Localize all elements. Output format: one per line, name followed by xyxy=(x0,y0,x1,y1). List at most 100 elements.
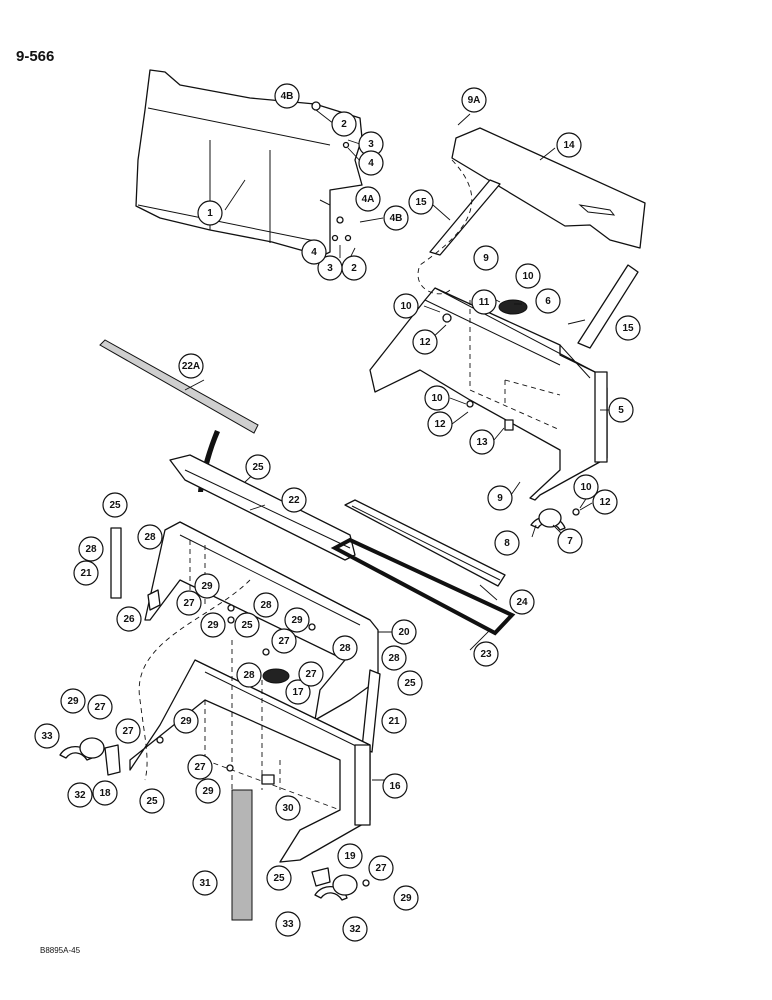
callout-number: 25 xyxy=(241,620,253,631)
callout-circle xyxy=(487,485,513,511)
callout-circle xyxy=(424,385,450,411)
callout-32: 32 xyxy=(342,916,368,942)
callout-circle xyxy=(266,865,292,891)
callout-number: 3 xyxy=(327,263,333,274)
callout-circle xyxy=(236,662,262,688)
callout-circle xyxy=(274,83,300,109)
callout-number: 15 xyxy=(415,197,427,208)
callout-24: 24 xyxy=(509,589,535,615)
callout-circle xyxy=(469,429,495,455)
callout-number: 1 xyxy=(207,208,213,219)
callout-number: 25 xyxy=(146,796,158,807)
callout-28: 28 xyxy=(236,662,262,688)
angle-channel xyxy=(169,454,356,561)
callout-18: 18 xyxy=(92,780,118,806)
callout-circle xyxy=(178,353,204,379)
callout-25: 25 xyxy=(139,788,165,814)
callout-25: 25 xyxy=(102,492,128,518)
callout-25: 25 xyxy=(245,454,271,480)
callout-number: 25 xyxy=(273,873,285,884)
callout-number: 33 xyxy=(41,731,53,742)
callout-19: 19 xyxy=(337,843,363,869)
callout-7: 7 xyxy=(557,528,583,554)
callout-number: 21 xyxy=(388,716,400,727)
callout-25: 25 xyxy=(397,670,423,696)
callout-number: 12 xyxy=(434,419,446,430)
callout-circle xyxy=(102,492,128,518)
callout-number: 29 xyxy=(67,696,79,707)
callout-28: 28 xyxy=(253,592,279,618)
callout-9: 9 xyxy=(473,245,499,271)
callout-circle xyxy=(515,263,541,289)
callout-number: 29 xyxy=(207,620,219,631)
callout-10: 10 xyxy=(515,263,541,289)
callout-circle xyxy=(473,641,499,667)
callout-number: 12 xyxy=(599,497,611,508)
callout-29: 29 xyxy=(200,612,226,638)
callout-circle xyxy=(200,612,226,638)
callout-4B: 4B xyxy=(274,83,300,109)
callout-14: 14 xyxy=(556,132,582,158)
callout-4: 4 xyxy=(358,150,384,176)
callout-number: 29 xyxy=(400,893,412,904)
callout-number: 27 xyxy=(305,669,317,680)
callout-8: 8 xyxy=(494,530,520,556)
callout-28: 28 xyxy=(332,635,358,661)
callout-12: 12 xyxy=(412,329,438,355)
callout-4: 4 xyxy=(301,239,327,265)
callout-17: 17 xyxy=(285,679,311,705)
rubber-plug xyxy=(498,299,528,315)
callout-number: 26 xyxy=(123,614,135,625)
callout-number: 27 xyxy=(122,726,134,737)
callout-circle xyxy=(471,289,497,315)
callout-circle xyxy=(573,474,599,500)
callout-circle xyxy=(253,592,279,618)
callout-12: 12 xyxy=(427,411,453,437)
callout-number: 9 xyxy=(497,493,503,504)
callout-30: 30 xyxy=(275,795,301,821)
callout-number: 25 xyxy=(109,500,121,511)
callout-circle xyxy=(368,855,394,881)
callout-circle xyxy=(87,694,113,720)
callout-26: 26 xyxy=(116,606,142,632)
lower-rubber-plug xyxy=(262,668,290,684)
callout-circle xyxy=(473,245,499,271)
callout-number: 14 xyxy=(563,140,575,151)
callout-20: 20 xyxy=(391,619,417,645)
top-cover-plate xyxy=(451,127,646,249)
callout-33: 33 xyxy=(275,911,301,937)
callout-circle xyxy=(115,718,141,744)
callout-number: 28 xyxy=(243,670,255,681)
callout-circle xyxy=(393,885,419,911)
callout-10: 10 xyxy=(573,474,599,500)
callout-29: 29 xyxy=(195,778,221,804)
callout-circle xyxy=(381,645,407,671)
callout-circle xyxy=(245,454,271,480)
callout-number: 22 xyxy=(288,495,300,506)
callout-number: 5 xyxy=(618,405,624,416)
page-number: 9-566 xyxy=(16,48,55,65)
callout-circle xyxy=(298,661,324,687)
callout-27: 27 xyxy=(187,754,213,780)
callout-number: 10 xyxy=(522,271,534,282)
callout-circle xyxy=(73,560,99,586)
callout-number: 10 xyxy=(580,482,592,493)
callout-12: 12 xyxy=(592,489,618,515)
callout-number: 7 xyxy=(567,536,573,547)
callout-29: 29 xyxy=(173,708,199,734)
callout-3: 3 xyxy=(317,255,343,281)
callout-23: 23 xyxy=(473,641,499,667)
callout-number: 28 xyxy=(339,643,351,654)
callout-27: 27 xyxy=(298,661,324,687)
callout-9A: 9A xyxy=(461,87,487,113)
callout-number: 21 xyxy=(80,568,92,579)
callout-number: 31 xyxy=(199,878,211,889)
callout-number: 11 xyxy=(479,297,490,308)
callout-27: 27 xyxy=(87,694,113,720)
callout-1: 1 xyxy=(197,200,223,226)
callout-circle xyxy=(139,788,165,814)
window-glass xyxy=(344,499,506,587)
callout-27: 27 xyxy=(176,590,202,616)
callout-number: 4B xyxy=(390,213,403,224)
callout-number: 10 xyxy=(431,393,443,404)
